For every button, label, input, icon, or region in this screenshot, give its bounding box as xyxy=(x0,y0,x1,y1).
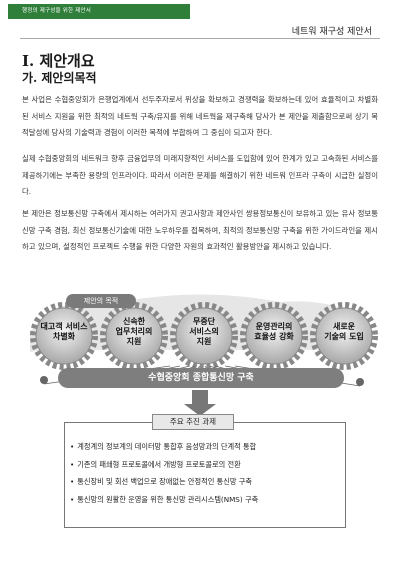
header-tag: 행정의 제구성을 위한 제안서 xyxy=(8,4,190,19)
task-item: 기존의 패쇄형 프로토콜에서 개방형 프로토콜로의 전환 xyxy=(70,456,340,474)
gear-group xyxy=(30,302,378,370)
gear-label-line: 차별화 xyxy=(52,332,76,341)
paragraph-1: 본 사업은 수협중앙회가 은행업계에서 선두주자로서 위상을 확보하고 경쟁력을… xyxy=(22,95,378,137)
tasks-list: 계정계의 정보계의 데이터망 통합후 음성망과의 단계적 통합 기존의 패쇄형 … xyxy=(70,438,340,508)
gear-label-line: 대고객 서비스 xyxy=(40,322,88,331)
gear-label-line: 새로운 xyxy=(332,322,356,331)
paragraph-2: 실제 수협중앙회의 네트워크 향후 금융업무의 미래지향적인 서비스를 도입함에… xyxy=(22,154,378,196)
down-arrow-icon xyxy=(184,390,216,416)
gear-label-line: 무중단 xyxy=(192,317,216,326)
task-item: 통신장비 및 회선 백업으로 장애없는 안정적인 통신망 구축 xyxy=(70,473,340,491)
section-title: I. 제안개요 xyxy=(22,52,95,70)
gear-icon xyxy=(170,302,238,370)
header-divider xyxy=(20,38,380,39)
tasks-title: 주요 추진 과제 xyxy=(152,414,234,430)
gear-label-5: 새로운 기술의 도입 xyxy=(312,322,376,342)
section-subtitle: 가. 제안의목적 xyxy=(22,71,97,85)
gear-label-line: 운영관리의 xyxy=(255,322,293,331)
gear-label-line: 신속한 xyxy=(122,317,146,326)
document-title: 네트워 재구성 제안서 xyxy=(291,27,372,37)
gear-label-line: 서비스의 xyxy=(189,327,219,336)
gear-label-2: 신속한 업무처리의 지원 xyxy=(102,317,166,347)
paragraph-3: 본 제안은 정보통신망 구축에서 제시하는 여러가지 권고사항과 제안사인 쌍용… xyxy=(22,209,378,251)
gear-label-line: 지원 xyxy=(126,337,142,346)
gear-label-4: 운영관리의 효율성 강화 xyxy=(242,322,306,342)
task-item: 통신망의 원활한 운영을 위한 통신망 관리시스템(NMS) 구축 xyxy=(70,491,340,509)
gear-label-3: 무중단 서비스의 지원 xyxy=(172,317,236,347)
gear-label-line: 효율성 강화 xyxy=(254,332,294,341)
gear-icon xyxy=(100,302,168,370)
task-item: 계정계의 정보계의 데이터망 통합후 음성망과의 단계적 통합 xyxy=(70,438,340,456)
gear-label-line: 지원 xyxy=(196,337,212,346)
goal-banner: 수협중앙회 종합통신망 구축 xyxy=(58,368,344,388)
gear-icon xyxy=(30,302,98,370)
diagram-title: 제안의 목적 xyxy=(66,294,136,308)
gear-label-line: 기술의 도입 xyxy=(324,332,364,341)
gear-label-line: 업무처리의 xyxy=(115,327,153,336)
gear-icon xyxy=(310,302,378,370)
gear-label-1: 대고객 서비스 차별화 xyxy=(32,322,96,342)
gear-icon xyxy=(240,302,308,370)
